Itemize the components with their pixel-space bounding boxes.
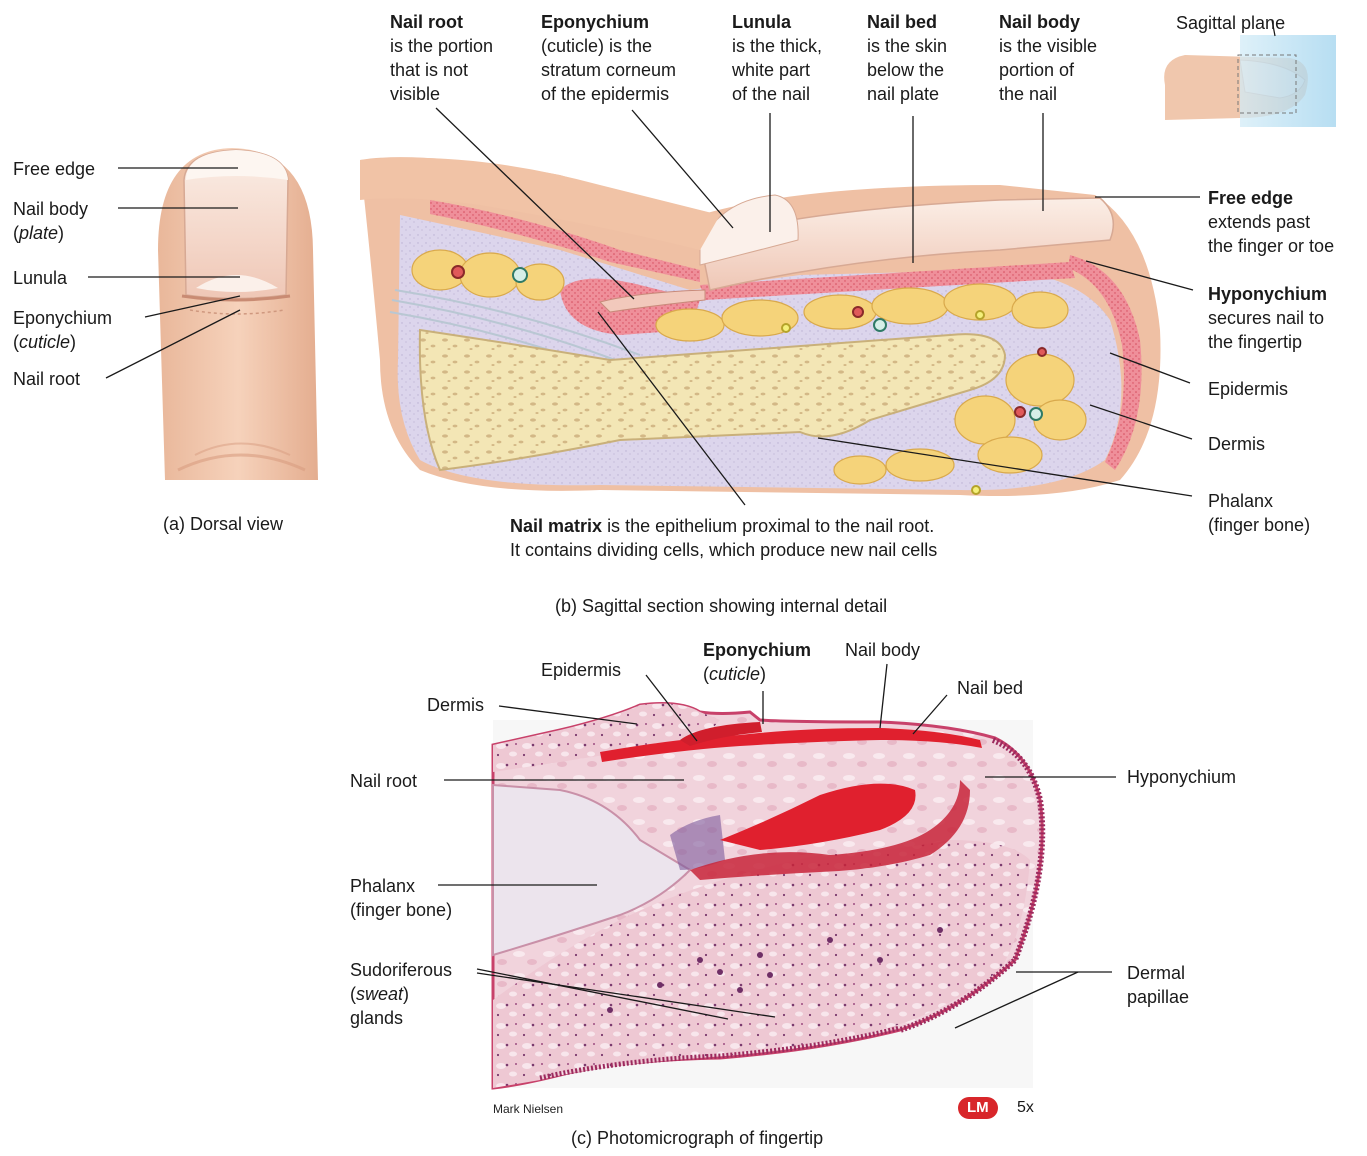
label-b-nail-root-title: Nail root [390,10,493,34]
label-b-nail-bed-title: Nail bed [867,10,947,34]
label-b-nail-root-desc-3: visible [390,82,493,106]
label-b-nail-matrix: Nail matrix is the epithelium proximal t… [510,514,937,562]
magnification: 5x [1017,1097,1034,1119]
label-a-cuticle: (cuticle) [13,330,76,354]
label-b-nail-bed-desc-2: below the [867,58,947,82]
label-a-eponychium: Eponychium [13,306,112,330]
caption-b: (b) Sagittal section showing internal de… [555,594,887,618]
label-b-lunula: Lunula is the thick, white part of the n… [732,10,822,106]
label-c-dermal-papillae: Dermal papillae [1127,961,1189,1009]
label-c-cuticle: cuticle [709,664,760,684]
label-b-hyponychium-desc-1: secures nail to [1208,306,1327,330]
label-a-nail-body: Nail body [13,197,88,221]
label-c-sudoriferous-3: glands [350,1006,452,1030]
label-b-free-edge-desc-1: extends past [1208,210,1334,234]
label-b-eponychium-title: Eponychium [541,10,676,34]
label-b-hyponychium-title: Hyponychium [1208,282,1327,306]
label-b-eponychium-desc-1: (cuticle) is the [541,34,676,58]
sagittal-section-illustration [360,157,1161,496]
label-a-plate: (plate) [13,221,64,245]
label-c-sudoriferous-1: Sudoriferous [350,958,452,982]
label-b-nail-root-desc-2: that is not [390,58,493,82]
label-b-nail-matrix-title: Nail matrix [510,516,602,536]
label-b-nail-matrix-desc-1: is the epithelium proximal to the nail r… [607,516,934,536]
label-b-lunula-desc-1: is the thick, [732,34,822,58]
dorsal-finger-illustration [158,148,318,480]
label-b-free-edge-title: Free edge [1208,186,1334,210]
sagittal-plane-inset [1164,20,1336,127]
label-b-nail-bed: Nail bed is the skin below the nail plat… [867,10,947,106]
label-c-dermal-papillae-2: papillae [1127,985,1189,1009]
label-b-phalanx-2: (finger bone) [1208,513,1310,537]
label-c-nail-root: Nail root [350,769,417,793]
label-c-epidermis: Epidermis [541,658,621,682]
label-b-eponychium-desc-3: of the epidermis [541,82,676,106]
label-c-nail-bed: Nail bed [957,676,1023,700]
label-b-nail-bed-desc-3: nail plate [867,82,947,106]
label-c-dermal-papillae-1: Dermal [1127,961,1189,985]
label-c-eponychium-title: Eponychium [703,638,811,662]
label-b-lunula-title: Lunula [732,10,822,34]
label-b-free-edge: Free edge extends past the finger or toe [1208,186,1334,258]
caption-a: (a) Dorsal view [163,512,283,536]
label-b-nail-body-desc-1: is the visible [999,34,1097,58]
label-c-phalanx-2: (finger bone) [350,898,452,922]
label-b-nail-body-desc-3: the nail [999,82,1097,106]
label-b-hyponychium: Hyponychium secures nail to the fingerti… [1208,282,1327,354]
label-a-free-edge: Free edge [13,157,95,181]
label-a-plate-text: plate [19,223,58,243]
label-b-lunula-desc-3: of the nail [732,82,822,106]
label-b-nail-body: Nail body is the visible portion of the … [999,10,1097,106]
photo-credit: Mark Nielsen [493,1102,563,1116]
label-a-lunula: Lunula [13,266,67,290]
label-b-dermis: Dermis [1208,432,1265,456]
photomicrograph-fingertip [493,704,1042,1088]
label-c-eponychium: Eponychium (cuticle) [703,638,811,686]
label-b-nail-body-desc-2: portion of [999,58,1097,82]
label-b-phalanx: Phalanx (finger bone) [1208,489,1310,537]
label-b-nail-root: Nail root is the portion that is not vis… [390,10,493,106]
label-b-lunula-desc-2: white part [732,58,822,82]
label-b-hyponychium-desc-2: the fingertip [1208,330,1327,354]
label-b-eponychium-desc-2: stratum corneum [541,58,676,82]
label-b-epidermis: Epidermis [1208,377,1288,401]
label-b-nail-bed-desc-1: is the skin [867,34,947,58]
label-c-phalanx: Phalanx (finger bone) [350,874,452,922]
label-b-nail-body-title: Nail body [999,10,1097,34]
label-c-sudoriferous: Sudoriferous (sweat) glands [350,958,452,1030]
label-c-phalanx-1: Phalanx [350,874,452,898]
label-c-hyponychium: Hyponychium [1127,765,1236,789]
label-b-free-edge-desc-2: the finger or toe [1208,234,1334,258]
label-c-nail-body: Nail body [845,638,920,662]
label-sagittal-plane: Sagittal plane [1176,11,1285,35]
label-a-nail-root: Nail root [13,367,80,391]
label-b-phalanx-1: Phalanx [1208,489,1310,513]
label-b-nail-matrix-desc-2: It contains dividing cells, which produc… [510,538,937,562]
lm-badge: LM [958,1097,998,1119]
label-b-eponychium: Eponychium (cuticle) is the stratum corn… [541,10,676,106]
label-c-sweat: sweat [356,984,403,1004]
label-b-nail-root-desc-1: is the portion [390,34,493,58]
label-c-dermis: Dermis [427,693,484,717]
label-a-cuticle-text: cuticle [19,332,70,352]
caption-c: (c) Photomicrograph of fingertip [571,1126,823,1150]
